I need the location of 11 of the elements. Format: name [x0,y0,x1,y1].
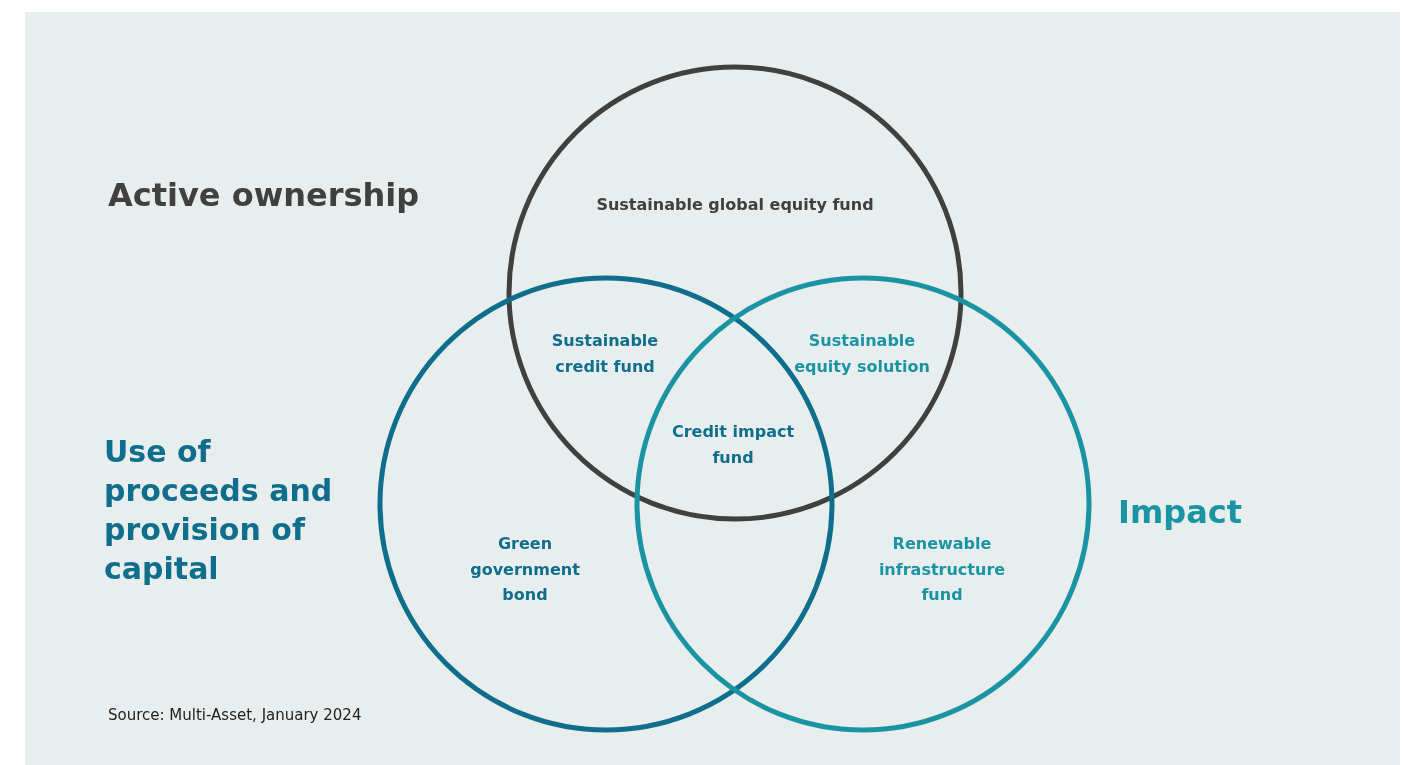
source-note: Source: Multi-Asset, January 2024 [108,706,362,724]
set-heading: Use of proceeds and provision of capital [104,433,334,588]
region-label: Sustainable equity solution [793,330,931,378]
region-label: Sustainable credit fund [550,330,660,378]
region-label: Renewable infrastructure fund [877,532,1007,606]
region-label: Sustainable global equity fund [595,194,875,217]
region-label: Credit impact fund [670,421,796,469]
venn-circle [506,64,964,522]
set-heading: Active ownership [108,175,421,216]
set-heading: Impact [1118,492,1243,533]
region-label: Green government bond [469,532,581,606]
